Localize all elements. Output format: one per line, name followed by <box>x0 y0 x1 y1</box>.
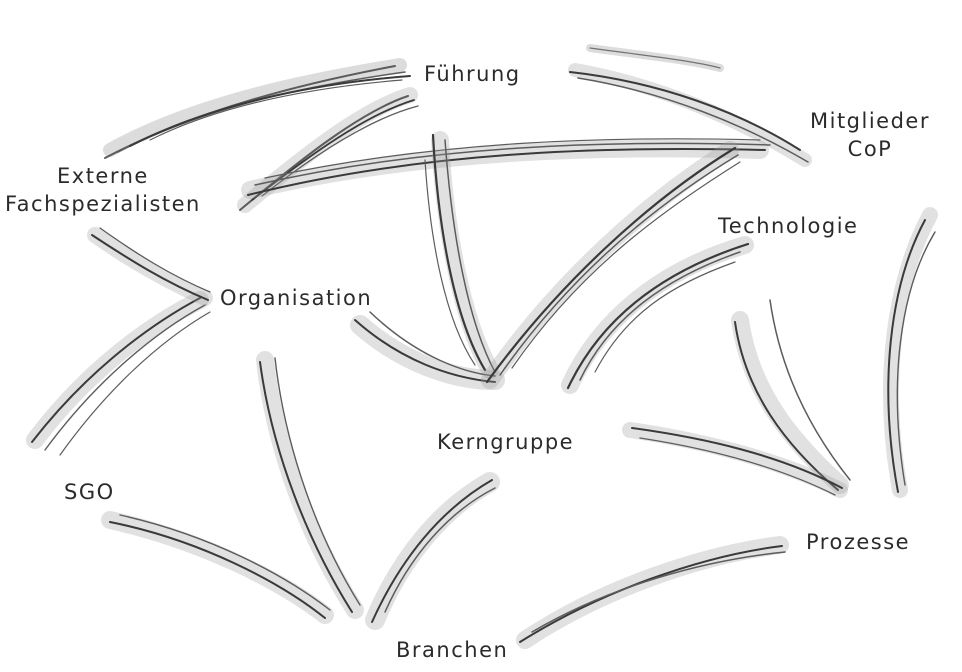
node-branchen: Branchen <box>396 636 508 664</box>
node-mitglieder-label-line2: CoP <box>810 135 930 163</box>
node-sgo: SGO <box>64 478 115 506</box>
stroke-prozesse-right <box>888 215 935 492</box>
node-mitglieder-cop: Mitglieder CoP <box>810 107 930 163</box>
node-prozesse-label: Prozesse <box>806 528 910 556</box>
node-externe-fachspezialisten: Externe Fachspezialisten <box>5 162 201 218</box>
node-technologie-label: Technologie <box>718 212 858 240</box>
stroke-fuehrung-to-kerngruppe <box>425 135 495 372</box>
stroke-sgo-to-branchen <box>110 515 330 618</box>
node-mitglieder-label-line1: Mitglieder <box>810 107 930 135</box>
node-kerngruppe-label: Kerngruppe <box>437 428 574 456</box>
node-branchen-label: Branchen <box>396 636 508 664</box>
node-externe-label-line2: Fachspezialisten <box>5 190 201 218</box>
node-fuehrung-label: Führung <box>424 60 521 88</box>
node-organisation: Organisation <box>220 284 372 312</box>
stroke-sgo-to-organisation <box>32 298 210 455</box>
node-prozesse: Prozesse <box>806 528 910 556</box>
node-fuehrung: Führung <box>424 60 521 88</box>
stroke-branchen-fan <box>372 480 495 622</box>
node-organisation-label: Organisation <box>220 284 372 312</box>
stroke-externe-to-organisation <box>92 228 210 300</box>
node-kerngruppe: Kerngruppe <box>437 428 574 456</box>
node-externe-label-line1: Externe <box>5 162 201 190</box>
node-sgo-label: SGO <box>64 478 115 506</box>
node-technologie: Technologie <box>718 212 858 240</box>
stroke-prozesse-to-branchen <box>520 545 785 642</box>
